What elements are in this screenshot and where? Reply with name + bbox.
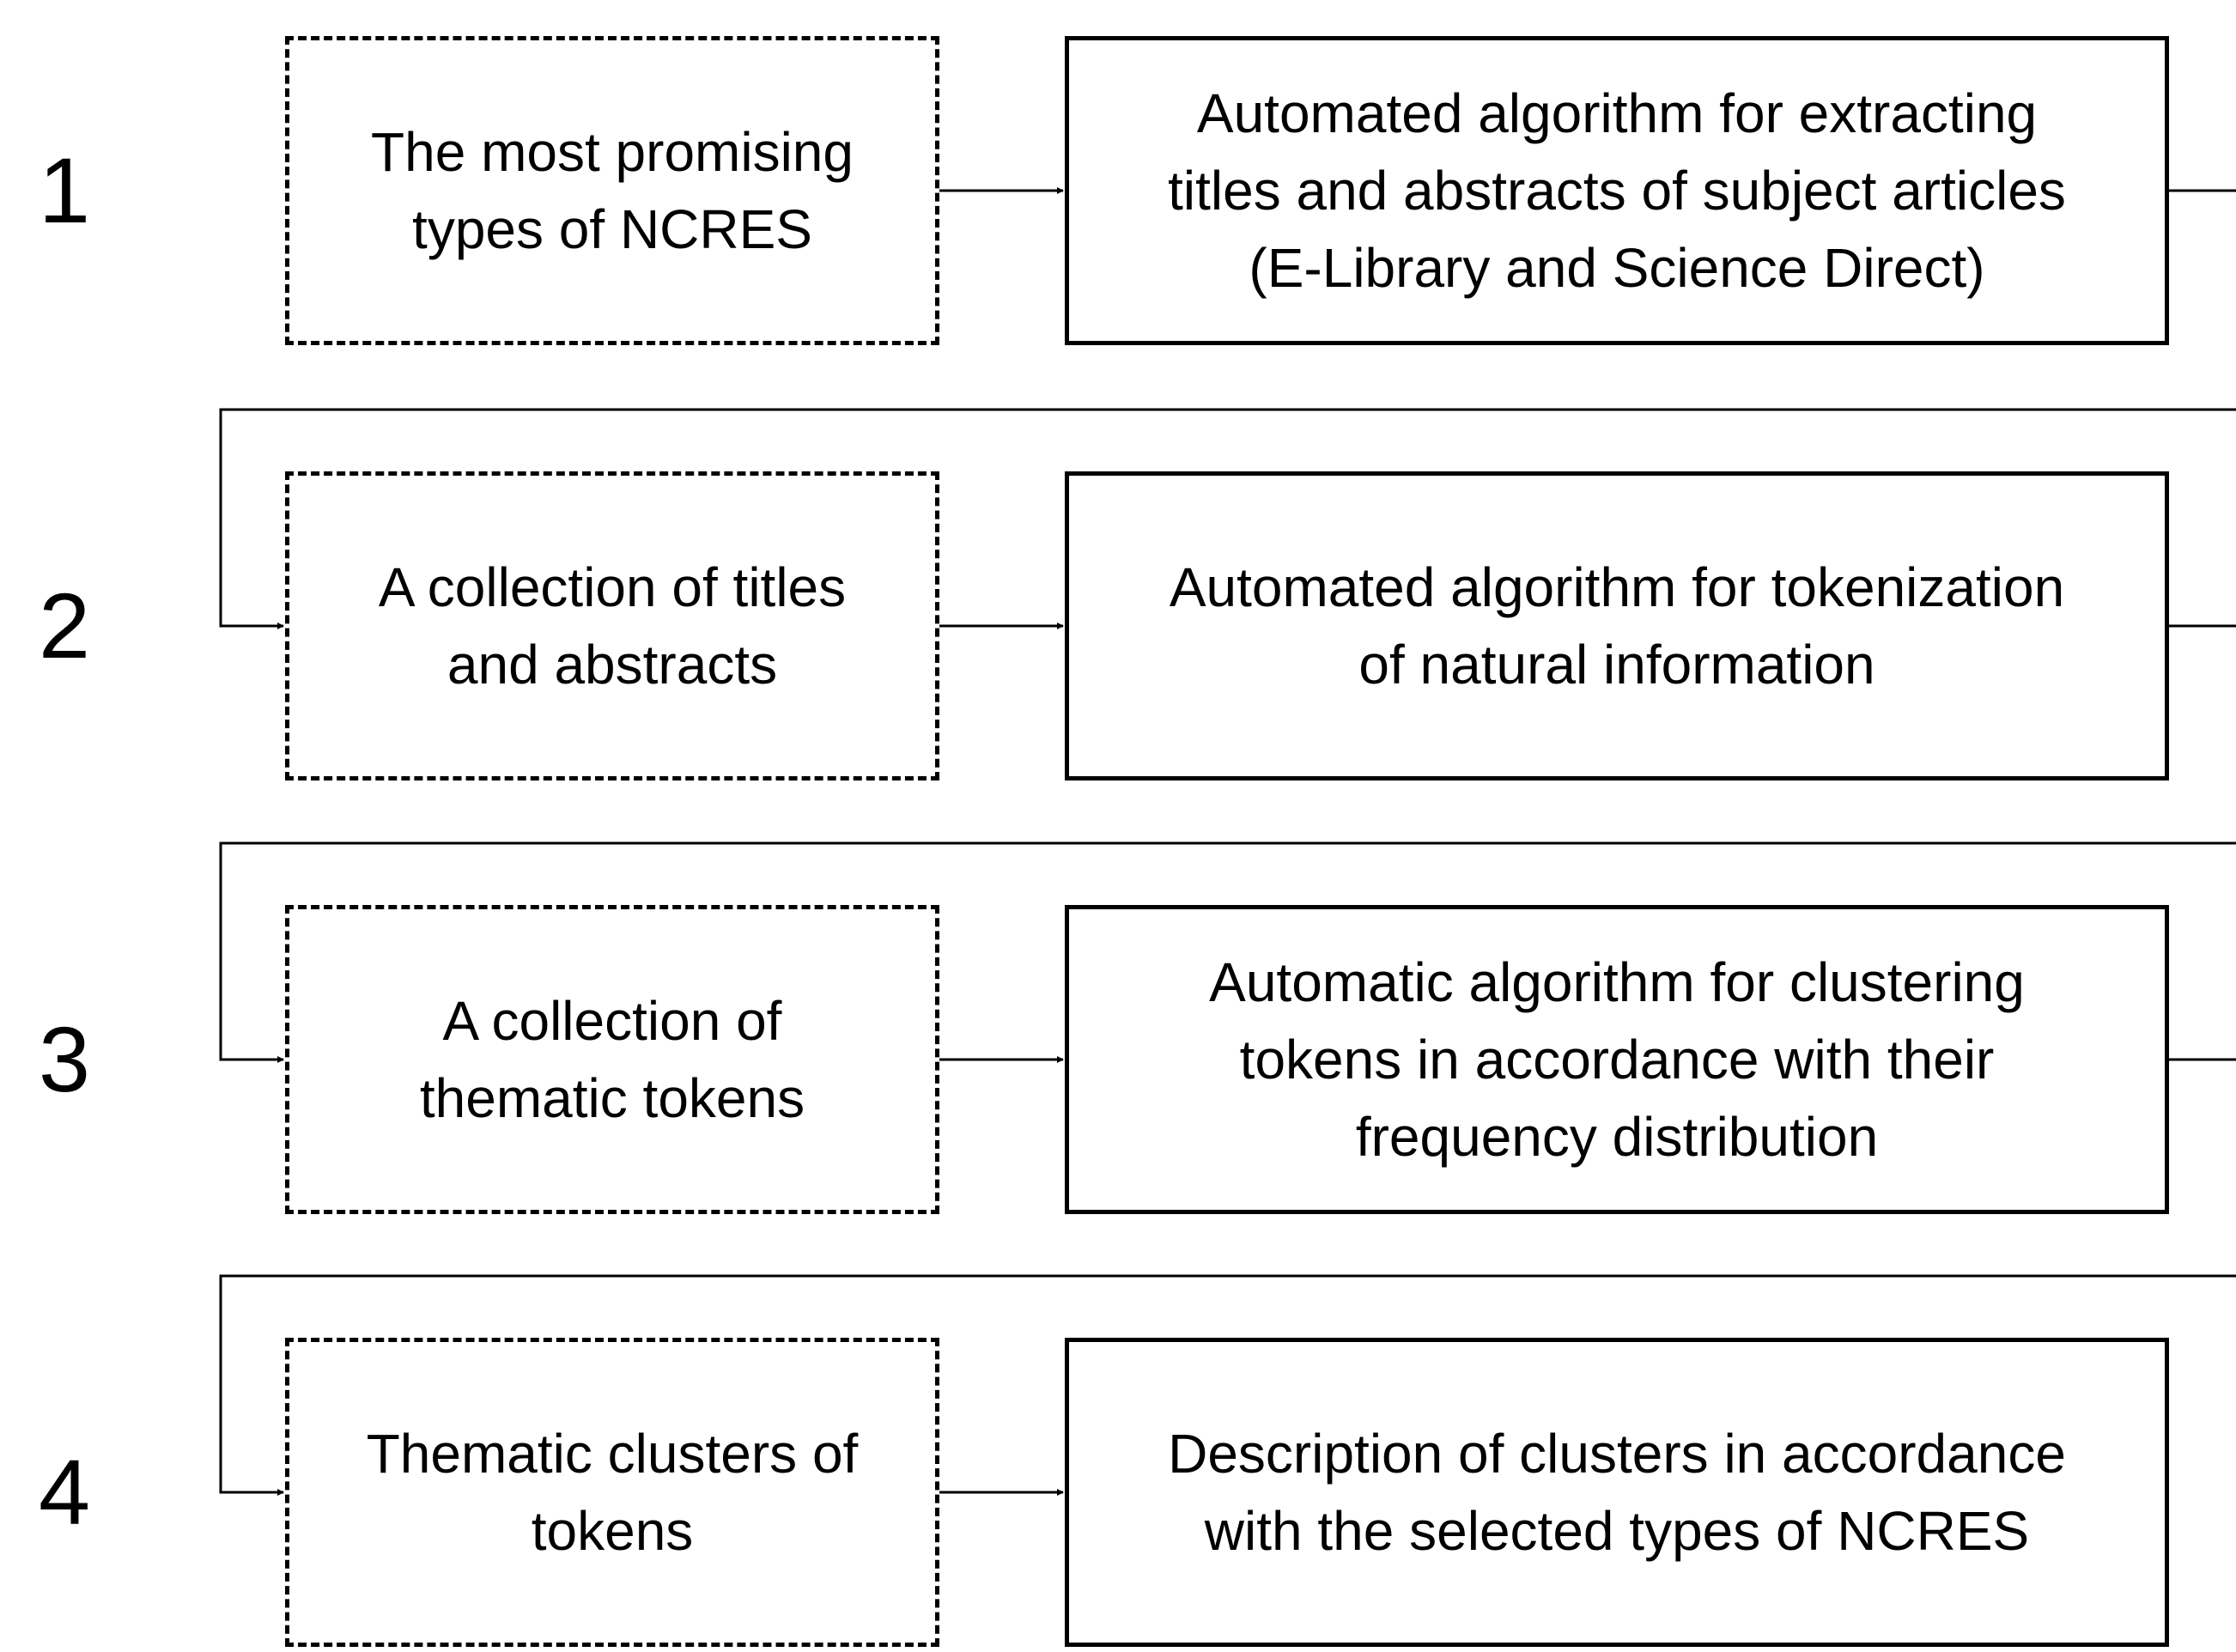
- input-data-box: A collection of thematic tokens: [285, 905, 939, 1214]
- row-feed-arrow: [219, 1274, 2236, 1496]
- step-number: 4: [38, 1440, 91, 1544]
- process-box: Automated algorithm for tokenization of …: [1065, 471, 2169, 780]
- box-text-line: frequency distribution: [1355, 1106, 1879, 1168]
- input-data-box: Thematic clusters of tokens: [285, 1338, 939, 1647]
- step-row-1: 1 The most promising types of NCRES Auto…: [0, 36, 2236, 345]
- step-number: 3: [38, 1007, 91, 1111]
- box-text-line: types of NCRES: [412, 198, 812, 260]
- box-text-line: Description of clusters in accordance: [1168, 1423, 2066, 1485]
- box-text-line: Automated algorithm for tokenization: [1169, 556, 2065, 618]
- box-text-line: thematic tokens: [419, 1067, 805, 1129]
- box-text-line: of natural information: [1358, 634, 1875, 695]
- box-text-line: Thematic clusters of: [366, 1423, 859, 1485]
- box-text-line: and abstracts: [447, 634, 778, 695]
- input-data-box: A collection of titles and abstracts: [285, 471, 939, 780]
- step-row-2: 2 A collection of titles and abstracts A…: [0, 471, 2236, 780]
- box-text-line: A collection of: [442, 990, 782, 1052]
- box-text-line: A collection of titles: [378, 556, 847, 618]
- box-text-line: titles and abstracts of subject articles: [1168, 160, 2066, 222]
- step-number: 1: [38, 138, 91, 242]
- step-number: 2: [38, 574, 91, 677]
- process-box: Automated algorithm for extracting title…: [1065, 36, 2169, 345]
- box-text-line: The most promising: [371, 121, 854, 183]
- row-feed-arrow: [219, 408, 2236, 629]
- box-text-line: tokens: [531, 1500, 694, 1562]
- box-text-line: with the selected types of NCRES: [1204, 1500, 2030, 1562]
- box-text-line: Automatic algorithm for clustering: [1209, 951, 2025, 1013]
- process-box: Description of clusters in accordance wi…: [1065, 1338, 2169, 1647]
- step-row-3: 3 A collection of thematic tokens Automa…: [0, 905, 2236, 1214]
- row-feed-arrow: [219, 841, 2236, 1063]
- box-text-line: tokens in accordance with their: [1239, 1029, 1995, 1090]
- process-box: Automatic algorithm for clustering token…: [1065, 905, 2169, 1214]
- box-text-line: Automated algorithm for extracting: [1196, 82, 2038, 144]
- step-row-4: 4 Thematic clusters of tokens Descriptio…: [0, 1338, 2236, 1647]
- input-data-box: The most promising types of NCRES: [285, 36, 939, 345]
- box-text-line: (E-Library and Science Direct): [1249, 237, 1985, 299]
